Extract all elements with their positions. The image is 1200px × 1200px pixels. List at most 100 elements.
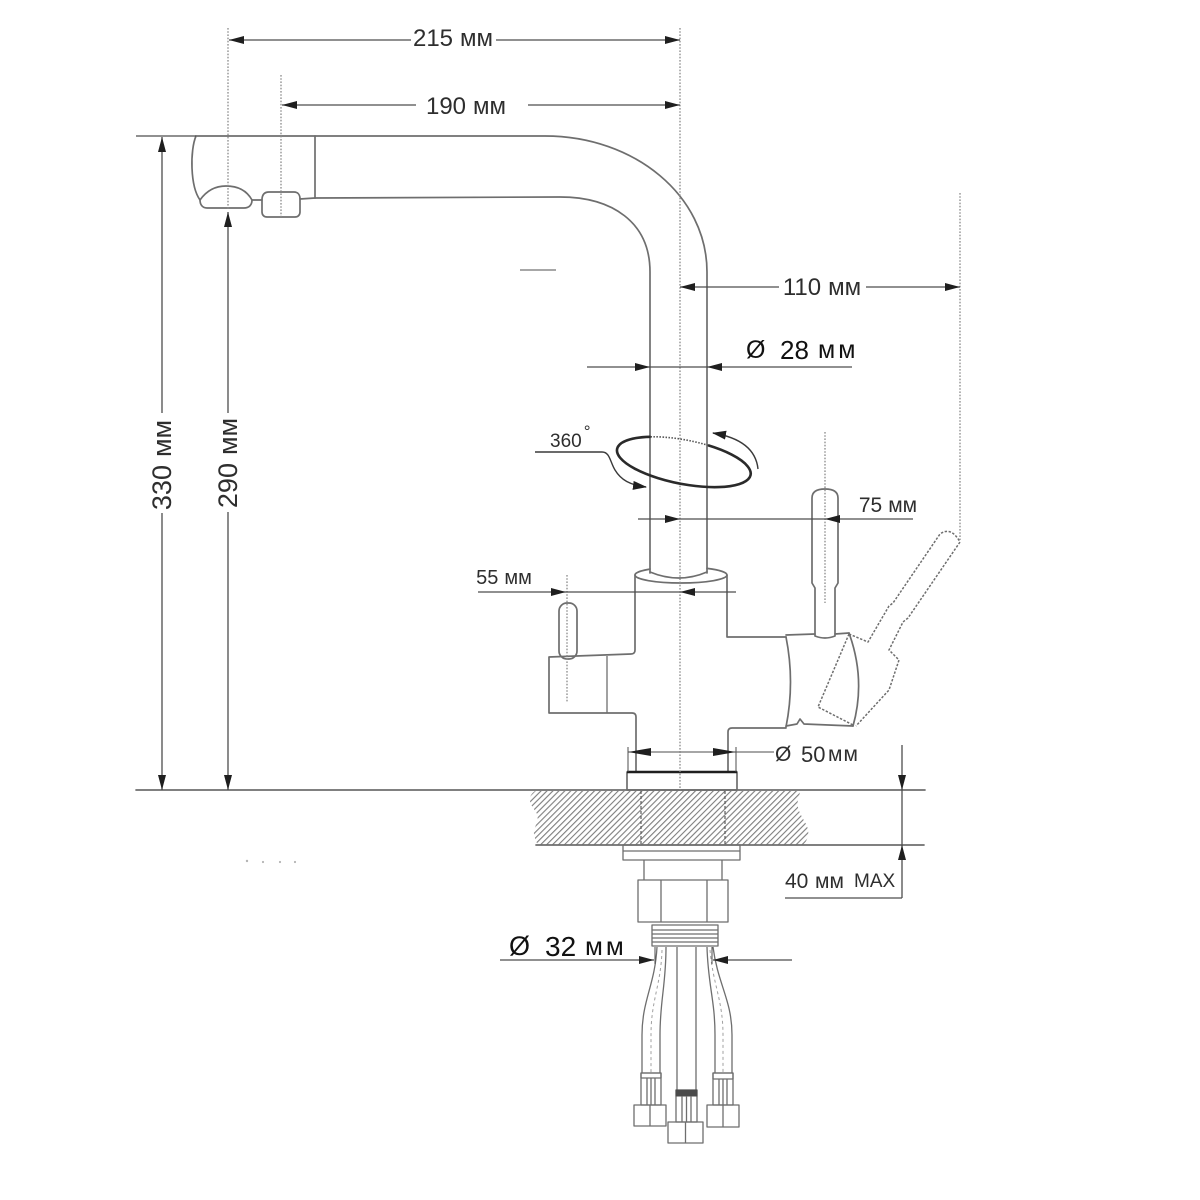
- spout-rotation-indicator: 360°: [535, 422, 759, 490]
- rotation-return-arrow: [712, 430, 759, 470]
- mixer-cartridge-housing: [785, 632, 860, 728]
- stray-dot-mark: [261, 860, 265, 864]
- degree-symbol: °: [584, 422, 591, 441]
- dimension-label: Ø 32 мм: [509, 931, 627, 962]
- hose-ferrule-band: [675, 1089, 698, 1097]
- cartridge-housing-bottom-edge: [785, 718, 854, 727]
- body-outline-right: [726, 574, 787, 773]
- dimension-value: 55: [476, 567, 498, 589]
- mixer-handle-open-position: [817, 530, 961, 727]
- mixer-handle-upright: [811, 488, 839, 639]
- hose-braid-texture: [650, 949, 663, 1073]
- open-lever-face: [817, 633, 854, 726]
- mounting-washer: [622, 844, 741, 861]
- dimension-value: 215: [413, 25, 453, 52]
- dimension-value: 190: [426, 93, 466, 120]
- dimension-label: 290 мм: [213, 418, 243, 508]
- dimension-value: 50: [801, 742, 825, 767]
- hose-wall: [676, 947, 697, 1090]
- dimension-unit: мм: [473, 93, 506, 120]
- rotation-label: 360°: [550, 422, 591, 452]
- dimension-mounting-hole-diameter: Ø 32 мм: [500, 931, 792, 964]
- rotation-leader-arrow: [535, 451, 647, 490]
- dimension-value: 32: [545, 931, 576, 962]
- supply-hose-left: [633, 946, 667, 1127]
- stray-dot-mark: [245, 859, 249, 863]
- dimension-qualifier: MAX: [854, 871, 896, 892]
- open-lever-outline: [848, 530, 961, 727]
- dimension-value: 330: [147, 465, 177, 510]
- spout-inner-contour: [314, 196, 651, 574]
- dimension-label: 110 мм: [783, 274, 861, 301]
- stray-dot-mark: [293, 860, 297, 864]
- dimension-value: 75: [859, 494, 882, 517]
- spout: [195, 135, 708, 579]
- hose-ferrule-ribs: [646, 1078, 656, 1105]
- dimension-label: 190 мм: [426, 93, 506, 120]
- dimension-lever-swing-clearance: 110 мм: [680, 274, 960, 301]
- dimension-value: 110: [783, 274, 821, 301]
- hose-wall: [659, 946, 667, 1073]
- hose-wall: [641, 946, 658, 1073]
- dimension-unit: мм: [815, 870, 844, 893]
- diameter-symbol: Ø: [509, 931, 530, 961]
- hose-braid-texture: [709, 949, 724, 1073]
- thread-grooves: [652, 929, 718, 943]
- stray-marks: [245, 269, 556, 864]
- dimension-unit: мм: [888, 494, 917, 517]
- dimension-value: 28: [780, 335, 809, 365]
- threaded-shank: [651, 924, 719, 947]
- hose-ferrule-ribs: [718, 1079, 728, 1105]
- dimension-unit: мм: [213, 418, 243, 455]
- countertop-cross-section-hatch: [529, 791, 809, 845]
- dimension-unit: мм: [828, 274, 861, 301]
- dimension-filter-handle-offset: 55 мм: [476, 567, 736, 596]
- cartridge-housing-left-edge: [785, 636, 792, 728]
- dimension-label: 75 мм: [859, 494, 917, 517]
- dimension-spout-reach: 190 мм: [282, 93, 680, 120]
- dimension-unit: мм: [504, 567, 532, 589]
- cartridge-housing-top-edge: [785, 632, 850, 636]
- spout-outer-contour: [195, 135, 708, 574]
- spout-head-underside-right: [299, 197, 316, 200]
- supply-hose-center: [667, 947, 704, 1144]
- dimension-label: 330 мм: [147, 420, 177, 510]
- spout-head-front-edge: [191, 135, 201, 201]
- filtered-water-handle: [558, 602, 578, 660]
- rotation-ellipse-hidden-arc: [650, 435, 709, 447]
- hex-nut: [637, 879, 729, 923]
- mixer-body: [548, 567, 787, 791]
- dimension-spout-outlet-height: 290 мм: [213, 212, 243, 790]
- cartridge-housing-right-edge: [848, 632, 860, 727]
- dimension-unit: мм: [460, 25, 493, 52]
- spout-tube-bottom-edge: [649, 571, 708, 579]
- dimension-label: 55 мм: [476, 567, 532, 589]
- hex-nut-facets: [660, 880, 708, 922]
- hose-ferrule-ribs: [681, 1096, 692, 1122]
- mounting-kit: [622, 844, 741, 947]
- dimension-unit: мм: [585, 931, 627, 961]
- diameter-symbol: Ø: [775, 743, 791, 766]
- stray-dot-mark: [278, 860, 282, 864]
- dimension-unit: мм: [818, 336, 858, 364]
- hose-wall: [706, 946, 716, 1073]
- rotation-ellipse: [615, 435, 753, 489]
- dimension-mixer-handle-offset: 75 мм: [638, 494, 917, 523]
- dimension-label: 215 мм: [413, 25, 493, 52]
- supply-hoses: [633, 946, 740, 1144]
- dimension-overall-height: 330 мм: [136, 135, 196, 790]
- center-lines: [227, 28, 961, 790]
- mounting-stud: [643, 860, 723, 880]
- dimension-unit: мм: [147, 420, 177, 457]
- dimension-unit: мм: [828, 743, 859, 766]
- dimension-overall-reach: 215 мм: [229, 25, 680, 52]
- dimension-value: 290: [213, 463, 243, 508]
- outlet-nozzle-right: [261, 191, 301, 218]
